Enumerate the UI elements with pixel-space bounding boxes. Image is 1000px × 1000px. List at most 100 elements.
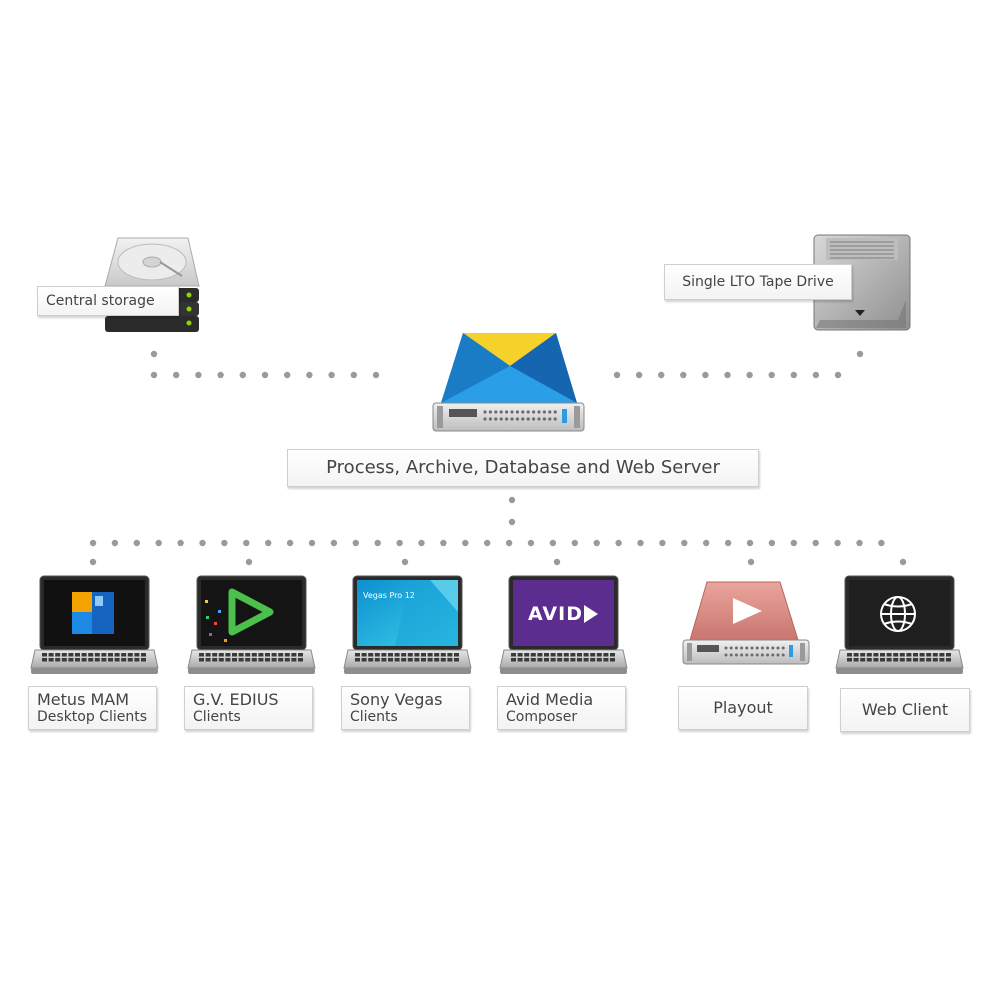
connector-dot xyxy=(724,539,732,547)
connector-dot xyxy=(284,371,291,379)
connector-dot xyxy=(724,371,731,379)
connector-dot xyxy=(352,539,359,547)
avid-label-line2: Composer xyxy=(506,709,578,725)
vegas-screen-text: Vegas Pro 12 xyxy=(363,591,415,600)
connector-dot xyxy=(571,539,578,547)
play-server-icon xyxy=(682,581,810,665)
sony-vegas-label: Sony Vegas Clients xyxy=(341,686,470,730)
connector-dot xyxy=(243,539,250,547)
connector-dot xyxy=(265,539,272,547)
connector-dot xyxy=(350,371,357,379)
connector-dot xyxy=(637,539,644,547)
connector-dot xyxy=(133,539,140,547)
rack-server-icon xyxy=(432,333,585,432)
connector-dot xyxy=(702,371,709,379)
connector-dot xyxy=(834,371,842,379)
connector-dot xyxy=(328,371,335,379)
connector-dot xyxy=(549,539,557,547)
globe-icon xyxy=(880,596,916,632)
metus-mam-logo-icon xyxy=(72,592,114,634)
connector-dot xyxy=(177,539,184,547)
connector-lines xyxy=(89,350,907,566)
connector-dot xyxy=(89,558,97,566)
connector-dot xyxy=(374,539,381,547)
web-client-label-text: Web Client xyxy=(861,700,949,719)
connector-dot xyxy=(221,539,228,547)
connector-dot xyxy=(635,371,643,379)
connector-dot xyxy=(245,558,253,566)
avid-screen-text: AVID xyxy=(528,603,583,625)
connector-dot xyxy=(286,539,294,547)
avid-media-composer-label: Avid Media Composer xyxy=(497,686,626,730)
sony-vegas-label-line1: Sony Vegas xyxy=(350,690,443,709)
hard-drive-stack-icon xyxy=(104,237,200,332)
connector-dot xyxy=(111,539,119,547)
server-label-text: Process, Archive, Database and Web Serve… xyxy=(326,457,720,478)
lto-tape-drive-label-text: Single LTO Tape Drive xyxy=(682,274,834,290)
connector-dot xyxy=(484,539,491,547)
connector-dot xyxy=(462,539,469,547)
connector-dot xyxy=(834,539,841,547)
connector-dot xyxy=(261,371,269,379)
connector-dot xyxy=(508,496,516,504)
connector-dot xyxy=(401,558,409,566)
connector-dot xyxy=(615,539,622,547)
connector-dot xyxy=(681,539,688,547)
sony-vegas-label-line2: Clients xyxy=(350,709,398,725)
connector-dot xyxy=(330,539,338,547)
connector-dot xyxy=(613,371,621,379)
connector-dot xyxy=(508,518,516,526)
connector-dot xyxy=(308,539,316,547)
central-storage-label-text: Central storage xyxy=(46,293,155,309)
connector-dot xyxy=(747,558,755,566)
lto-tape-drive-label: Single LTO Tape Drive xyxy=(664,264,852,300)
metus-laptop-icon xyxy=(30,575,159,674)
web-client-laptop-icon xyxy=(835,575,964,674)
connector-dot xyxy=(812,539,819,547)
connector-dot xyxy=(593,539,600,547)
connector-dot xyxy=(372,371,380,379)
connector-dot xyxy=(703,539,710,547)
connector-dot xyxy=(658,371,665,379)
connector-dot xyxy=(155,539,162,547)
connector-dot xyxy=(746,371,753,379)
connector-dot xyxy=(396,539,403,547)
connector-dot xyxy=(856,539,863,547)
tape-drive-icon xyxy=(813,234,911,331)
connector-dot xyxy=(89,539,97,547)
connector-dot xyxy=(199,539,206,547)
connector-dot xyxy=(812,371,820,379)
connector-dot xyxy=(150,350,158,358)
edius-label-line2: Clients xyxy=(193,709,241,725)
connector-dot xyxy=(659,539,666,547)
connector-dot xyxy=(440,539,447,547)
connector-dot xyxy=(306,371,313,379)
connector-dot xyxy=(173,371,180,379)
connector-dot xyxy=(746,539,754,547)
connector-dot xyxy=(768,539,776,547)
avid-label-line1: Avid Media xyxy=(506,690,594,709)
connector-dot xyxy=(878,539,885,547)
connector-dot xyxy=(680,371,687,379)
connector-dot xyxy=(527,539,535,547)
metus-mam-label-line1: Metus MAM xyxy=(37,690,130,709)
connector-dot xyxy=(790,539,797,547)
connector-dot xyxy=(418,539,425,547)
connector-dot xyxy=(768,371,775,379)
connector-dot xyxy=(790,371,797,379)
playout-label-text: Playout xyxy=(713,698,773,717)
edius-laptop-icon xyxy=(187,575,316,674)
connector-dot xyxy=(856,350,864,358)
metus-mam-label: Metus MAM Desktop Clients xyxy=(28,686,157,730)
connector-dot xyxy=(553,558,561,566)
edius-label-line1: G.V. EDIUS xyxy=(193,690,279,709)
connector-dot xyxy=(239,371,246,379)
connector-dot xyxy=(899,558,907,566)
edius-logo-icon xyxy=(205,588,274,642)
metus-mam-label-line2: Desktop Clients xyxy=(37,709,148,725)
server-label: Process, Archive, Database and Web Serve… xyxy=(287,449,759,487)
edius-label: G.V. EDIUS Clients xyxy=(184,686,313,730)
connector-dot xyxy=(217,371,224,379)
avid-logo-screen: AVID xyxy=(513,580,614,646)
